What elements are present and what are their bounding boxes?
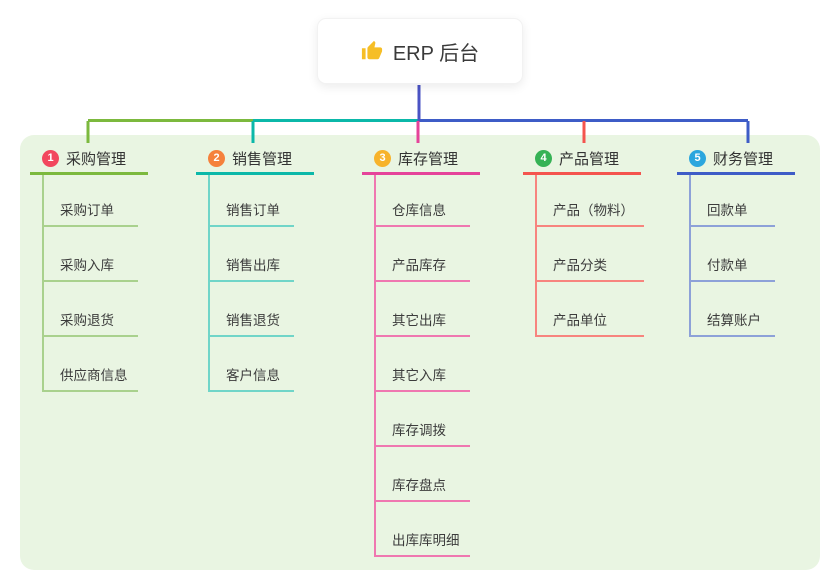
branch-label: 产品管理 xyxy=(559,151,620,168)
child-label: 产品分类 xyxy=(553,258,607,273)
child-label: 回款单 xyxy=(707,203,748,218)
child-label: 采购退货 xyxy=(60,313,114,328)
child-label: 产品（物料） xyxy=(553,203,634,218)
branches-panel xyxy=(20,135,820,570)
branch-number-badge: 1 xyxy=(42,150,59,167)
child-node[interactable]: 库存调拨 xyxy=(376,392,470,447)
child-node[interactable]: 其它入库 xyxy=(376,337,470,392)
child-label: 出库库明细 xyxy=(392,533,460,548)
branch-label: 库存管理 xyxy=(398,151,459,168)
child-label: 客户信息 xyxy=(226,368,280,383)
child-node[interactable]: 出库库明细 xyxy=(376,502,470,557)
child-label: 采购入库 xyxy=(60,258,114,273)
child-node[interactable]: 销售订单 xyxy=(210,172,294,227)
child-node[interactable]: 产品（物料） xyxy=(537,172,644,227)
branch-header[interactable]: 5 财务管理 xyxy=(677,145,795,175)
child-node[interactable]: 采购入库 xyxy=(44,227,138,282)
branch-children: 产品（物料） 产品分类 产品单位 xyxy=(535,172,644,337)
child-node[interactable]: 销售退货 xyxy=(210,282,294,337)
branch-number-badge: 3 xyxy=(374,150,391,167)
branch-3: 3 库存管理 仓库信息 产品库存 其它出库 其它入库 库存调拨 库存盘点 出库库… xyxy=(362,145,480,557)
child-node[interactable]: 采购订单 xyxy=(44,172,138,227)
root-node[interactable]: ERP 后台 xyxy=(317,18,523,84)
child-node[interactable]: 客户信息 xyxy=(210,337,294,392)
branch-label: 财务管理 xyxy=(713,151,774,168)
branch-header[interactable]: 3 库存管理 xyxy=(362,145,480,175)
branch-header[interactable]: 1 采购管理 xyxy=(30,145,148,175)
child-node[interactable]: 仓库信息 xyxy=(376,172,470,227)
child-label: 供应商信息 xyxy=(60,368,128,383)
branch-children: 采购订单 采购入库 采购退货 供应商信息 xyxy=(42,172,138,392)
child-node[interactable]: 其它出库 xyxy=(376,282,470,337)
child-label: 销售出库 xyxy=(226,258,280,273)
child-label: 付款单 xyxy=(707,258,748,273)
branch-children: 回款单 付款单 结算账户 xyxy=(689,172,775,337)
child-node[interactable]: 产品单位 xyxy=(537,282,644,337)
child-node[interactable]: 付款单 xyxy=(691,227,775,282)
child-node[interactable]: 回款单 xyxy=(691,172,775,227)
branch-1: 1 采购管理 采购订单 采购入库 采购退货 供应商信息 xyxy=(30,145,148,392)
branch-number-badge: 2 xyxy=(208,150,225,167)
root-title: ERP 后台 xyxy=(392,42,480,65)
child-node[interactable]: 采购退货 xyxy=(44,282,138,337)
branch-number-badge: 4 xyxy=(535,150,552,167)
branch-children: 销售订单 销售出库 销售退货 客户信息 xyxy=(208,172,294,392)
branch-2: 2 销售管理 销售订单 销售出库 销售退货 客户信息 xyxy=(196,145,314,392)
branch-label: 采购管理 xyxy=(66,151,127,168)
child-label: 结算账户 xyxy=(707,313,761,328)
branch-5: 5 财务管理 回款单 付款单 结算账户 xyxy=(677,145,795,337)
branch-label: 销售管理 xyxy=(232,151,293,168)
child-label: 其它入库 xyxy=(392,368,446,383)
child-node[interactable]: 供应商信息 xyxy=(44,337,138,392)
child-label: 采购订单 xyxy=(60,203,114,218)
child-label: 销售订单 xyxy=(226,203,280,218)
child-label: 其它出库 xyxy=(392,313,446,328)
thumbs-up-icon xyxy=(361,40,383,62)
child-node[interactable]: 销售出库 xyxy=(210,227,294,282)
child-label: 库存盘点 xyxy=(392,478,446,493)
branch-children: 仓库信息 产品库存 其它出库 其它入库 库存调拨 库存盘点 出库库明细 xyxy=(374,172,470,557)
child-label: 仓库信息 xyxy=(392,203,446,218)
child-node[interactable]: 产品库存 xyxy=(376,227,470,282)
child-label: 销售退货 xyxy=(226,313,280,328)
branch-4: 4 产品管理 产品（物料） 产品分类 产品单位 xyxy=(523,145,644,337)
child-node[interactable]: 产品分类 xyxy=(537,227,644,282)
branch-header[interactable]: 2 销售管理 xyxy=(196,145,314,175)
branch-number-badge: 5 xyxy=(689,150,706,167)
child-node[interactable]: 库存盘点 xyxy=(376,447,470,502)
child-label: 库存调拨 xyxy=(392,423,446,438)
child-label: 产品库存 xyxy=(392,258,446,273)
branch-header[interactable]: 4 产品管理 xyxy=(523,145,641,175)
child-node[interactable]: 结算账户 xyxy=(691,282,775,337)
child-label: 产品单位 xyxy=(553,313,607,328)
